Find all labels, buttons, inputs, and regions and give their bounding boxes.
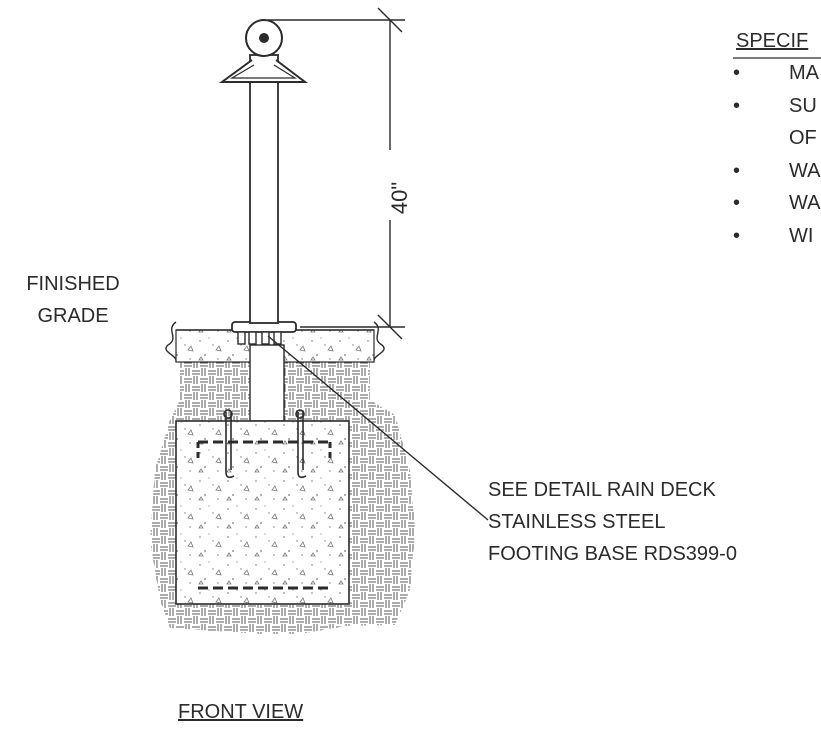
concrete-footing (175, 420, 350, 605)
spec-item-text: WA (789, 160, 821, 182)
bolt-3 (261, 331, 270, 345)
dim-tick-top (377, 7, 403, 33)
anchor-bolt-left (225, 412, 235, 479)
anchor-bolt-left-head (223, 409, 233, 419)
dimension-label: 40" (387, 181, 413, 215)
anchor-bolts (223, 409, 307, 479)
callout-line1: SEE DETAIL RAIN DECK (488, 479, 716, 501)
bollard-post (249, 54, 279, 324)
spec-item-3: • WA (733, 160, 820, 183)
spec-item-text: WA (789, 192, 821, 214)
dim-tick-bottom (377, 314, 403, 340)
grade-edge-left (165, 321, 177, 363)
grade-edge-right (373, 321, 385, 363)
bullet-dot: • (733, 192, 741, 214)
spec-item-4: • WA (733, 192, 820, 215)
bullet-dot: • (733, 160, 741, 182)
anchor-bolt-right (297, 412, 307, 479)
footing-stem (249, 344, 285, 422)
bollard-handle-inner (229, 64, 298, 79)
view-title: FRONT VIEW (178, 701, 304, 723)
spec-item-text: OF (789, 127, 817, 149)
spec-item-text: MA (789, 62, 819, 84)
spec-item-5: • WI (733, 225, 813, 248)
bullet-dot: • (733, 62, 741, 84)
rebar-group (196, 440, 332, 590)
dimension-40in (268, 7, 405, 340)
bullet-dot: • (733, 95, 741, 117)
callout-leader (267, 335, 489, 521)
spec-item-2-cont: OF (733, 127, 817, 150)
specifications-title: SPECIF (736, 30, 809, 52)
bollard-top-hole (259, 33, 269, 43)
spec-item-2: • SU (733, 95, 817, 118)
base-plate-bolts (237, 331, 282, 345)
bolt-1 (237, 331, 246, 345)
bolt-2 (248, 331, 257, 345)
callout-line2: STAINLESS STEEL (488, 511, 666, 533)
spec-item-1: • MA (733, 62, 819, 85)
spec-item-text: WI (789, 225, 814, 247)
spec-item-text: SU (789, 95, 817, 117)
anchor-bolt-right-head (295, 409, 305, 419)
finished-grade-label-line2: GRADE (37, 305, 109, 327)
bollard-handle-triangle (218, 59, 308, 83)
bullet-dot: • (733, 225, 741, 247)
callout-line3: FOOTING BASE RDS399-0 (488, 543, 737, 565)
finished-grade-label-line1: FINISHED (26, 273, 120, 295)
